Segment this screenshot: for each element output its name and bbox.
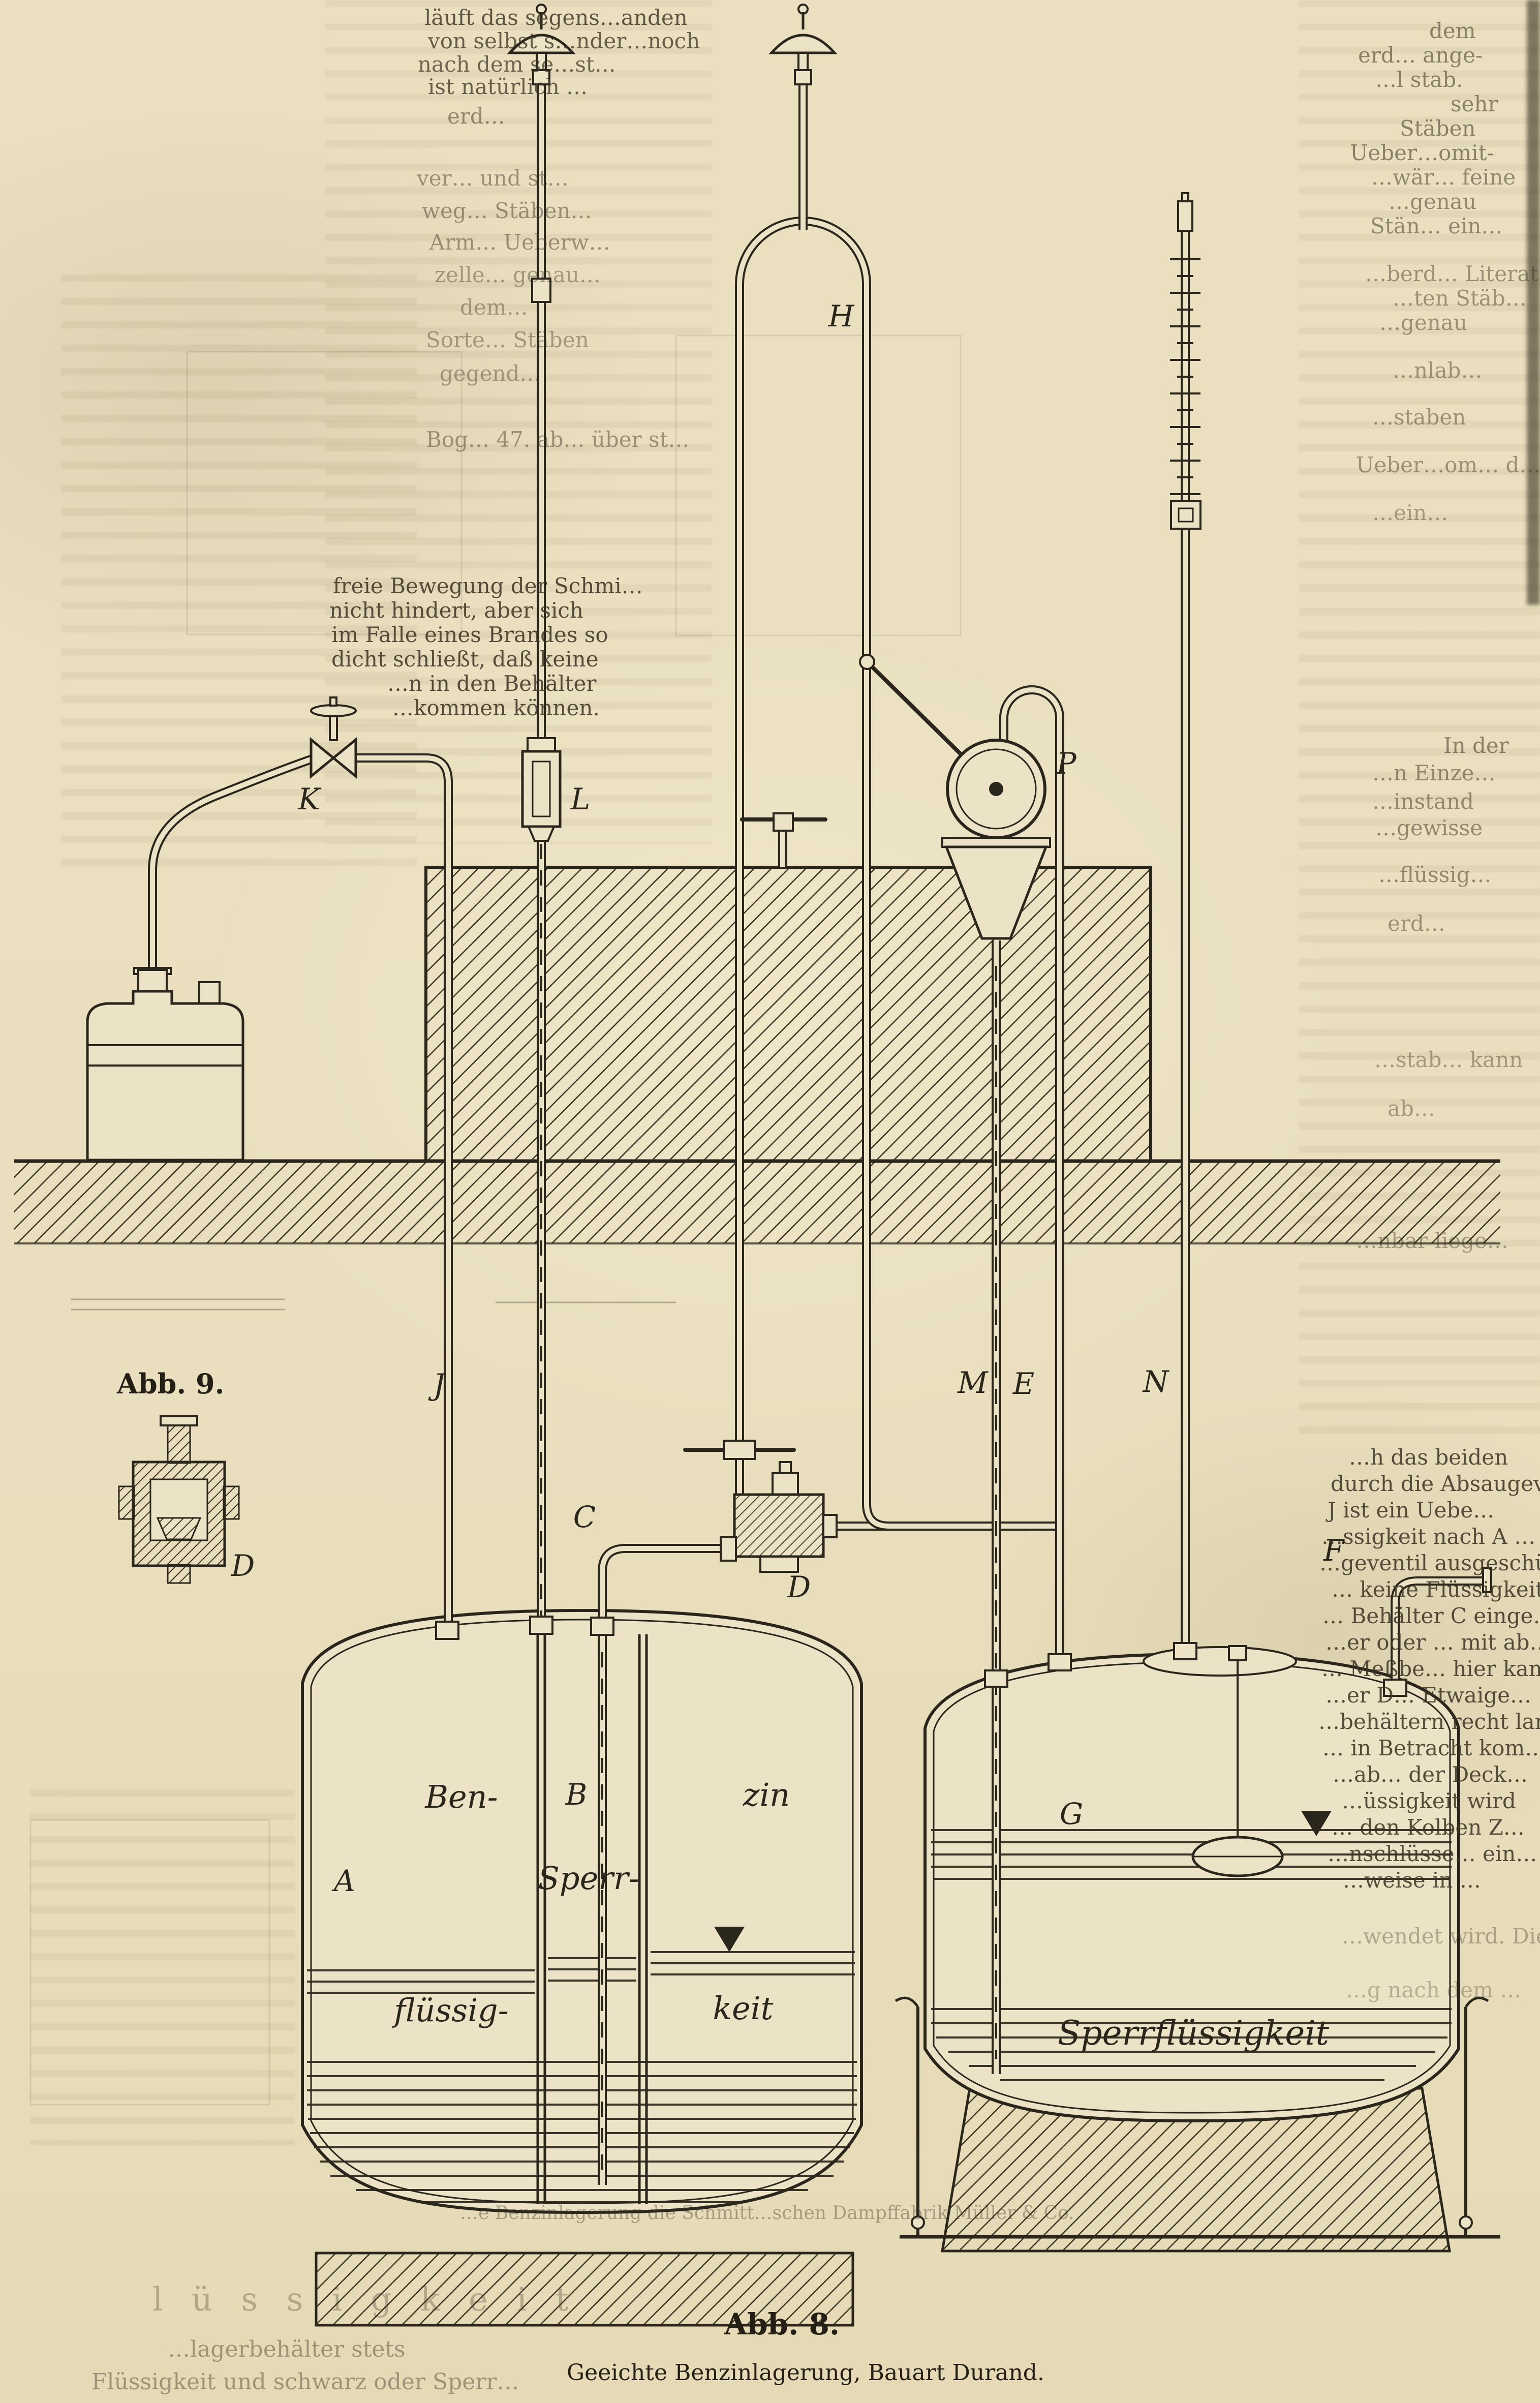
- gauge-n: [1170, 192, 1202, 530]
- caption-abb8-subtitle: Geeichte Benzinlagerung, Bauart Durand.: [567, 2360, 1044, 2386]
- valve-d-assembly: [683, 1440, 838, 1573]
- ground-band: [14, 1159, 1500, 1244]
- label-g: G: [1060, 1797, 1083, 1831]
- word-ben: Ben-: [424, 1778, 498, 1815]
- valve-k: [310, 696, 357, 779]
- liquid-level-lines: [931, 1829, 1452, 2081]
- tank-right-shell: [923, 1652, 1460, 2123]
- label-l: L: [570, 782, 591, 816]
- float-gauge: [1191, 1660, 1284, 1877]
- tank-word-labels: Ben- zin Sperr- flüssig- keit Sperrflüss…: [392, 1776, 1329, 2053]
- collecting-can: [86, 967, 244, 1162]
- label-p: P: [1056, 746, 1076, 781]
- caption-abb9: Abb. 9.: [117, 1367, 225, 1400]
- vent-cap-right: [768, 4, 838, 85]
- word-sperr: Sperr-: [538, 1860, 639, 1897]
- pipework: [148, 84, 1492, 2185]
- tank-left: [301, 1608, 863, 2214]
- caption-abb8: Abb. 8.: [724, 2307, 840, 2341]
- flange-cap: [1482, 1567, 1492, 1593]
- label-d-inset: D: [231, 1548, 255, 1583]
- bleed-artifacts: [29, 334, 962, 2106]
- label-d: D: [787, 1570, 811, 1604]
- label-c: C: [573, 1500, 596, 1534]
- pipe-centerlines: [540, 844, 997, 2171]
- handwheel: [310, 704, 357, 717]
- label-e: E: [1012, 1366, 1034, 1401]
- vent-cap-left: [507, 4, 576, 85]
- label-f: F: [1323, 1533, 1345, 1568]
- tank-pedestals: [315, 2087, 1451, 2327]
- level-marker-triangle: [1301, 1811, 1332, 1836]
- diagram-letter-labels: H L K J P M E N C D F G A B D: [231, 299, 1345, 1898]
- level-marker-triangle: [714, 1927, 745, 1952]
- page-edge-shadow: [1527, 0, 1540, 605]
- label-n: N: [1142, 1364, 1170, 1399]
- gauge-scale-ticks: [1170, 258, 1200, 495]
- word-zin: zin: [743, 1776, 790, 1813]
- label-j: J: [428, 1367, 446, 1402]
- manhole-plate: [1143, 1646, 1297, 1677]
- label-h: H: [828, 299, 855, 333]
- pump-funnel: [944, 845, 1048, 940]
- inset-abb9-valve: [118, 1415, 240, 1584]
- foundation-wall: [424, 866, 1152, 1163]
- liquid-level-lines: [307, 1951, 857, 2203]
- label-m: M: [957, 1365, 989, 1400]
- tank-right: [895, 1646, 1500, 2239]
- foundation-tap: [740, 812, 827, 867]
- word-sperrfluessigkeit: Sperrflüssigkeit: [1058, 2014, 1329, 2053]
- word-fluessig: flüssig-: [392, 1992, 508, 2029]
- mounting-straps: [895, 1996, 1500, 2239]
- sight-glass-l: [521, 737, 562, 842]
- word-keit: keit: [713, 1990, 773, 2027]
- lever-knob: [859, 654, 875, 670]
- label-b: B: [565, 1777, 588, 1812]
- label-a: A: [331, 1864, 355, 1898]
- tank-left-shell: [301, 1608, 863, 2214]
- hand-pump-p: [859, 654, 1051, 940]
- label-k: K: [297, 782, 322, 816]
- dome-fittings: [435, 278, 1407, 1697]
- compartment-walls: [536, 1634, 648, 2204]
